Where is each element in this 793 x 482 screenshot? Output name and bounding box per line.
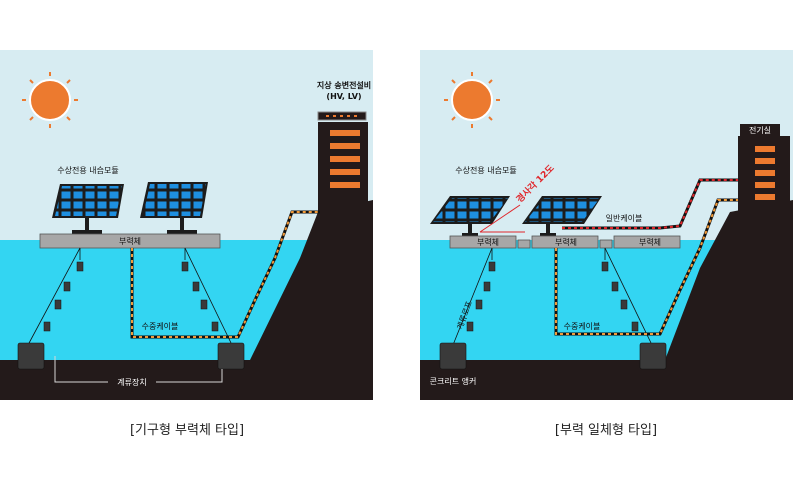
left-mooring-label: 계류장치	[117, 377, 146, 387]
right-solar-module-2	[522, 196, 602, 237]
right-ground	[420, 200, 793, 400]
left-float	[39, 233, 221, 249]
right-float-label-3: 부력체	[639, 237, 661, 247]
left-facility-label-2: (HV, LV)	[326, 92, 361, 101]
left-mooring-weights	[43, 261, 219, 332]
right-sun-icon	[444, 72, 500, 128]
right-general-cable	[562, 179, 738, 229]
right-caption: [부력 일체형 타입]	[555, 423, 657, 438]
right-general-cable-label: 일반케이블	[606, 213, 643, 223]
right-mooring-ropes	[452, 247, 653, 346]
left-module-label: 수상전용 내습모듈	[57, 165, 118, 175]
left-scene: 지상 송변전설비 (HV, LV) 수상전용 내습모듈 부력체	[0, 50, 373, 438]
left-cable-label: 수중케이블	[142, 321, 179, 331]
right-mooring-weights	[466, 261, 639, 332]
left-mooring-lines	[27, 247, 233, 346]
right-float-label-1: 부력체	[477, 237, 499, 247]
left-solar-module-2	[140, 182, 208, 234]
left-float-label: 부력체	[119, 236, 141, 246]
right-cable-label: 수중케이블	[564, 321, 601, 331]
left-solar-module-1	[52, 184, 124, 234]
left-ground	[0, 200, 373, 400]
right-scene: 전기실 수상전용 내습모듈 경사각 12도 부력체	[420, 50, 793, 438]
right-underwater-cable	[555, 199, 738, 335]
right-electric-room-label: 전기실	[749, 125, 771, 135]
right-tilt-indicator	[479, 204, 525, 233]
left-mooring-label-bg	[108, 376, 156, 388]
right-electric-room	[738, 124, 790, 214]
right-anchor-label: 콘크리트 앵커	[430, 376, 477, 386]
right-floats	[449, 235, 681, 249]
left-facility-label-1: 지상 송변전설비	[317, 80, 371, 90]
left-mooring-anchors	[17, 342, 245, 370]
right-float-label-2: 부력체	[555, 237, 577, 247]
left-caption: [기구형 부력체 타입]	[130, 423, 244, 438]
right-module-label: 수상전용 내습모듈	[455, 165, 516, 175]
right-solar-module-1	[430, 196, 510, 237]
left-underwater-cable	[131, 211, 320, 338]
right-concrete-anchors	[439, 342, 667, 370]
left-ground-facility	[317, 111, 368, 212]
left-sun-icon	[22, 72, 78, 128]
